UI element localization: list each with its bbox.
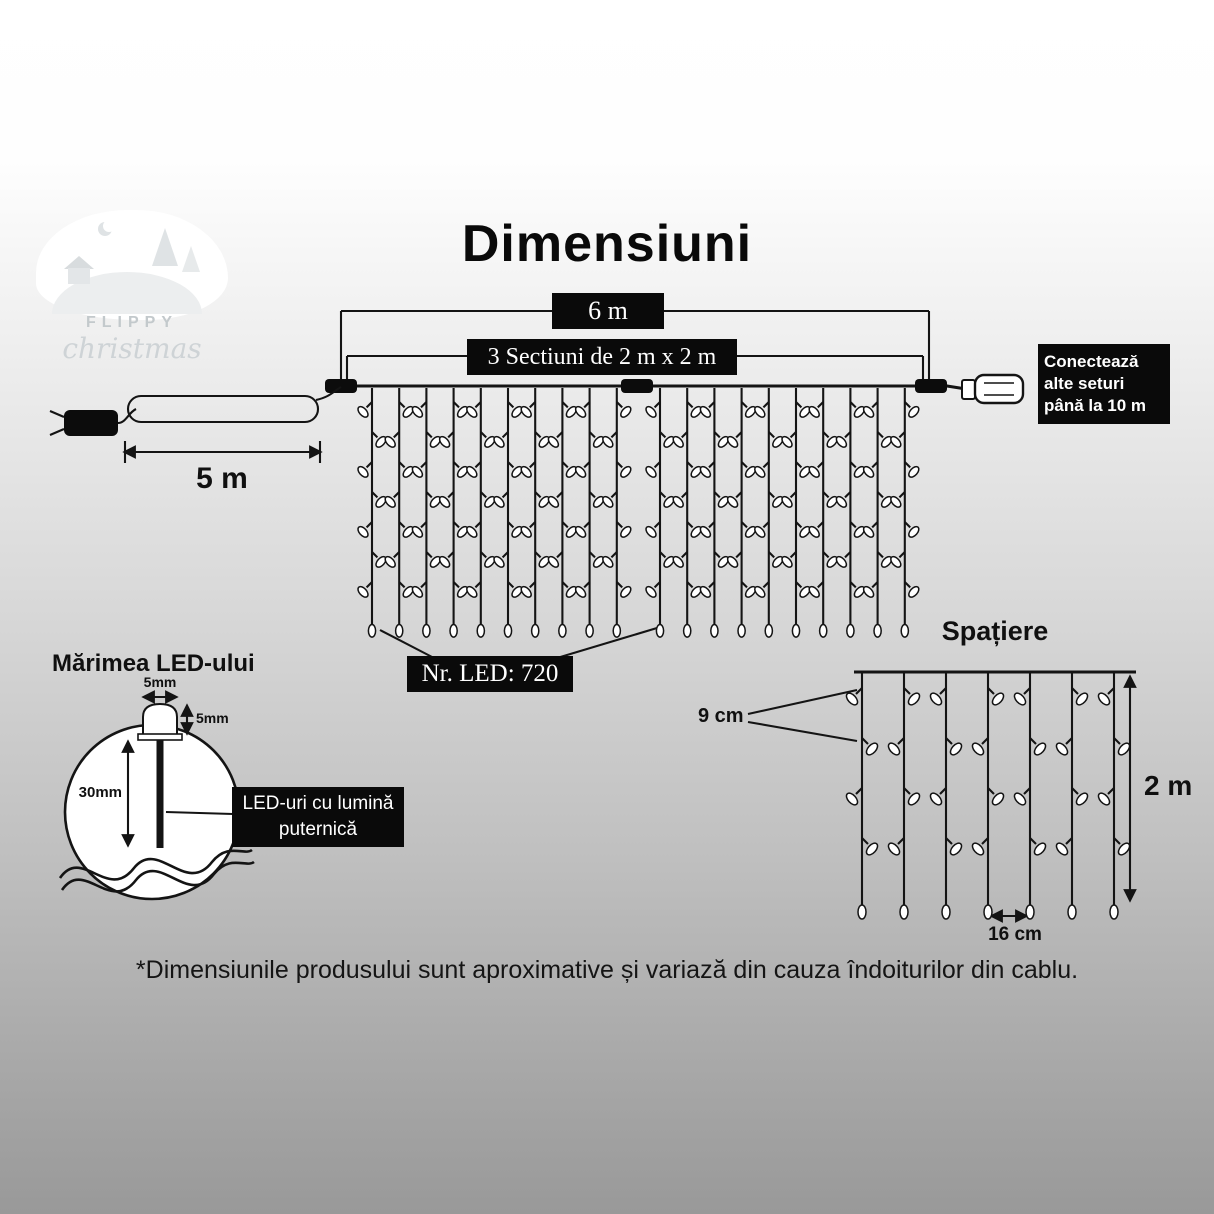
logo-sub-text: christmas [62,332,202,365]
led-cap-width-label: 5mm [143,674,177,690]
twisted-wire-icon [60,860,255,893]
led-count-pointer-lines [379,626,658,660]
disclaimer-text: *Dimensiunile produsului sunt aproximati… [135,956,1079,984]
twisted-wire-icon [58,848,253,881]
spacing-heading: Spațiere [941,616,1049,646]
logo-tree-icon [152,228,178,266]
end-connector-plug-icon [946,373,1025,405]
led-size-heading: Mărimea LED-ului [52,650,255,677]
sections-label: 3 Sectiuni de 2 m x 2 m [467,339,737,375]
lead-wire-coil [126,386,342,424]
wire-connector-icons [325,379,947,393]
vertical-gap-label: 9 cm [698,705,744,727]
spacing-diagram [747,670,1137,923]
power-plug-icon [49,408,137,436]
led-body-length-label: 30mm [78,784,122,801]
page-title: Dimensiuni [461,215,753,273]
curtain-height-label: 2 m [1144,770,1193,801]
logo-tree-icon [182,246,200,272]
total-width-label: 6 m [552,293,664,329]
curtain-lights [357,388,920,638]
spacing-curtain-lights [845,672,1131,920]
logo-moon-icon [98,220,115,236]
logo-house-icon [68,268,90,284]
lead-length-label: 5 m [196,462,248,495]
logo-brand-text: FLIPPY [85,314,178,331]
lead-length-arrow [122,441,323,463]
led-brightness-note-label: LED-uri cu lumină puternică [232,787,404,847]
brand-logo: FLIPPY christmas [32,210,242,370]
led-count-label: Nr. LED: 720 [407,656,573,692]
led-size-diagram [58,690,255,901]
horizontal-gap-label: 16 cm [988,924,1042,945]
connect-note-label: Conectează alte seturi până la 10 m [1038,344,1170,424]
led-cap-height-label: 5mm [196,710,229,726]
logo-house-roof-icon [64,256,94,269]
